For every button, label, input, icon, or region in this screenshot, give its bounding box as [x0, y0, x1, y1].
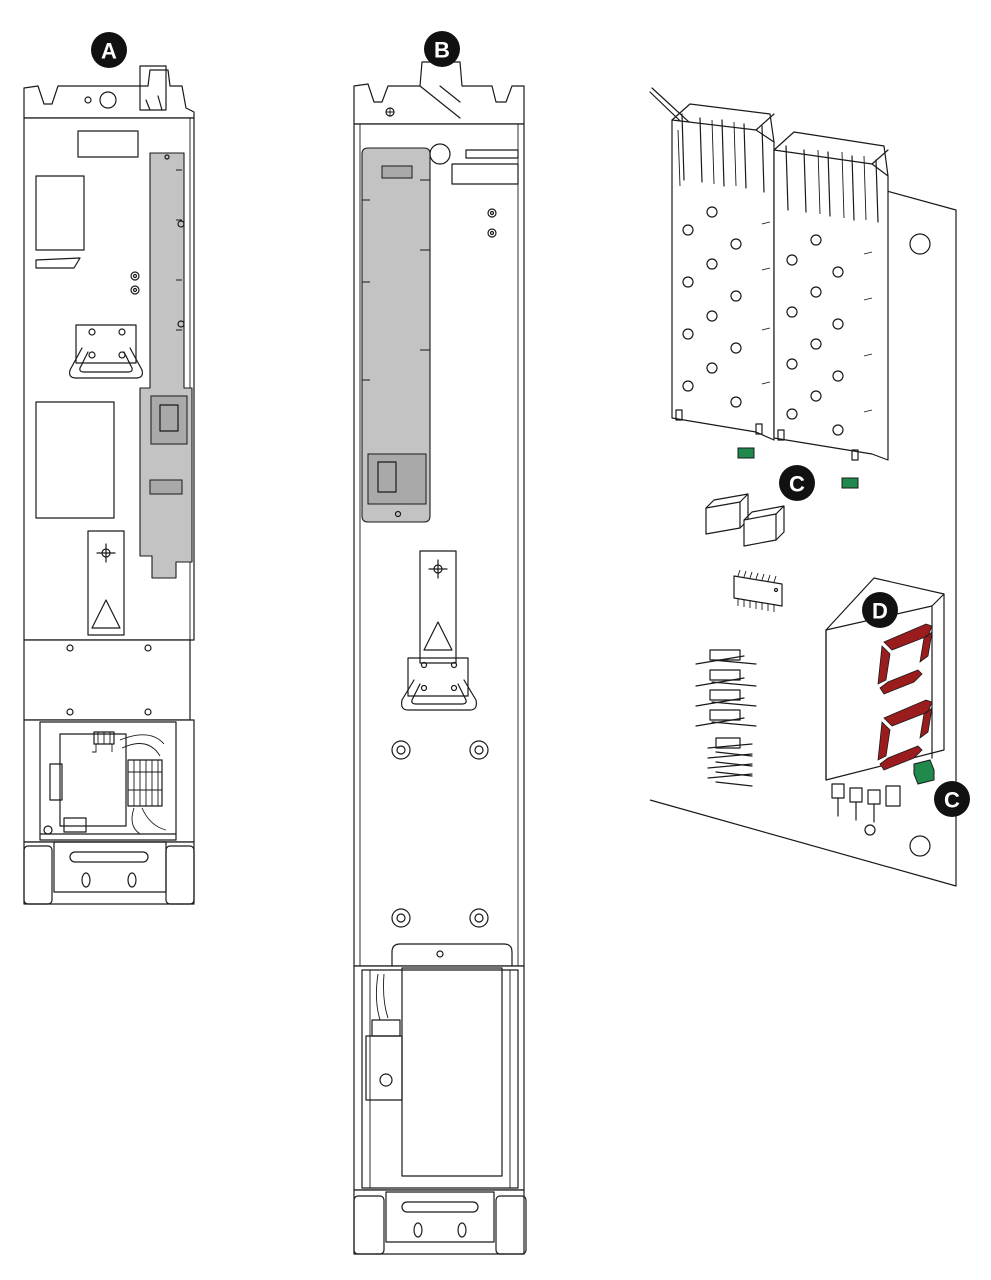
callout-d: D — [862, 592, 898, 628]
callout-c-bottom: C — [934, 781, 970, 817]
callout-c-top-label: C — [789, 472, 805, 497]
callout-b-label: B — [434, 38, 450, 63]
status-led-left — [737, 447, 755, 459]
ic-chip — [733, 569, 783, 612]
seven-segment-display — [825, 577, 945, 823]
control-board — [649, 87, 957, 887]
module-variant-b — [353, 61, 527, 1255]
callout-c-bottom-label: C — [944, 788, 960, 813]
pin-headers — [695, 649, 757, 787]
relays — [705, 493, 785, 547]
callout-b: B — [424, 31, 460, 67]
segment-digit-1 — [877, 623, 933, 695]
callout-a: A — [91, 32, 127, 68]
connector-right — [773, 131, 889, 461]
callout-d-label: D — [872, 599, 888, 624]
callout-a-label: A — [101, 39, 117, 64]
module-variant-a — [23, 65, 195, 905]
status-led-right — [841, 477, 859, 489]
callout-c-top: C — [779, 465, 815, 501]
connector-left — [671, 103, 775, 441]
status-led-display — [913, 759, 935, 785]
segment-digit-2 — [877, 699, 933, 771]
